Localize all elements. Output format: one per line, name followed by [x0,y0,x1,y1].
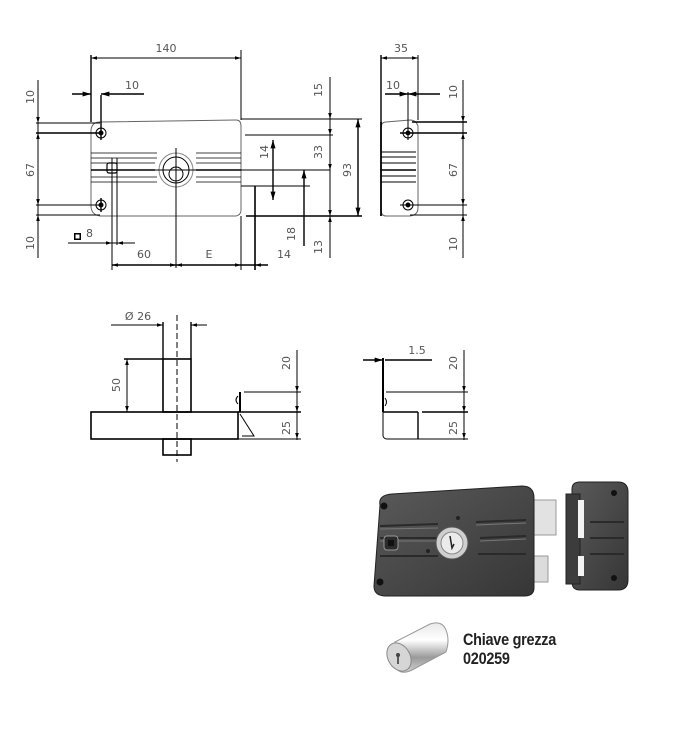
top-view-labels: Ø 26 50 20 25 [110,310,293,435]
product-photo-keeper [565,481,629,591]
right-dims [241,77,362,258]
dim-140: 140 [156,42,177,55]
dim-33: 33 [312,145,325,159]
side-view [380,55,467,258]
dim-10-side-bottom: 10 [447,237,460,251]
dim-14: 14 [258,145,271,159]
caption-title: Chiave grezza [463,630,557,649]
dim-50: 50 [110,378,123,392]
dim-67-side: 67 [447,163,460,177]
product-photo-key-cylinder [386,622,449,673]
dim-13: 13 [312,240,325,254]
dim-25-keeper: 25 [447,421,460,435]
front-view-labels: 140 10 10 67 10 8 60 E 14 [24,42,291,261]
dim-20-top: 20 [280,356,293,370]
front-view [36,50,268,270]
dim-10-side-top: 10 [447,85,460,99]
side-view-labels: 35 10 10 67 10 [386,42,460,251]
dim-15: 15 [312,83,325,97]
dim-10-bottom: 10 [24,236,37,250]
dim-93: 93 [341,163,354,177]
right-dims-labels: 15 14 33 93 18 13 [258,83,354,254]
dim-18: 18 [285,227,298,241]
dim-67: 67 [24,163,37,177]
keeper-view-labels: 1.5 20 25 [408,344,460,435]
product-caption: Chiave grezza 020259 [463,630,556,668]
dim-10-hole-x: 10 [125,79,139,92]
product-photo-lock [373,485,557,597]
dim-E: E [206,248,213,261]
dim-1-5: 1.5 [408,344,426,357]
dim-10-side-hole: 10 [386,79,400,92]
dim-diameter-26: Ø 26 [125,310,151,323]
dim-60: 60 [137,248,151,261]
caption-code: 020259 [463,649,510,668]
keeper-view [363,350,468,440]
top-view [90,315,301,462]
dim-35: 35 [394,42,408,55]
dim-25-top: 25 [280,421,293,435]
dim-20-keeper: 20 [447,356,460,370]
dim-14-bolt: 14 [277,248,291,261]
dim-10-top: 10 [24,90,37,104]
dim-square-8: 8 [86,227,93,240]
